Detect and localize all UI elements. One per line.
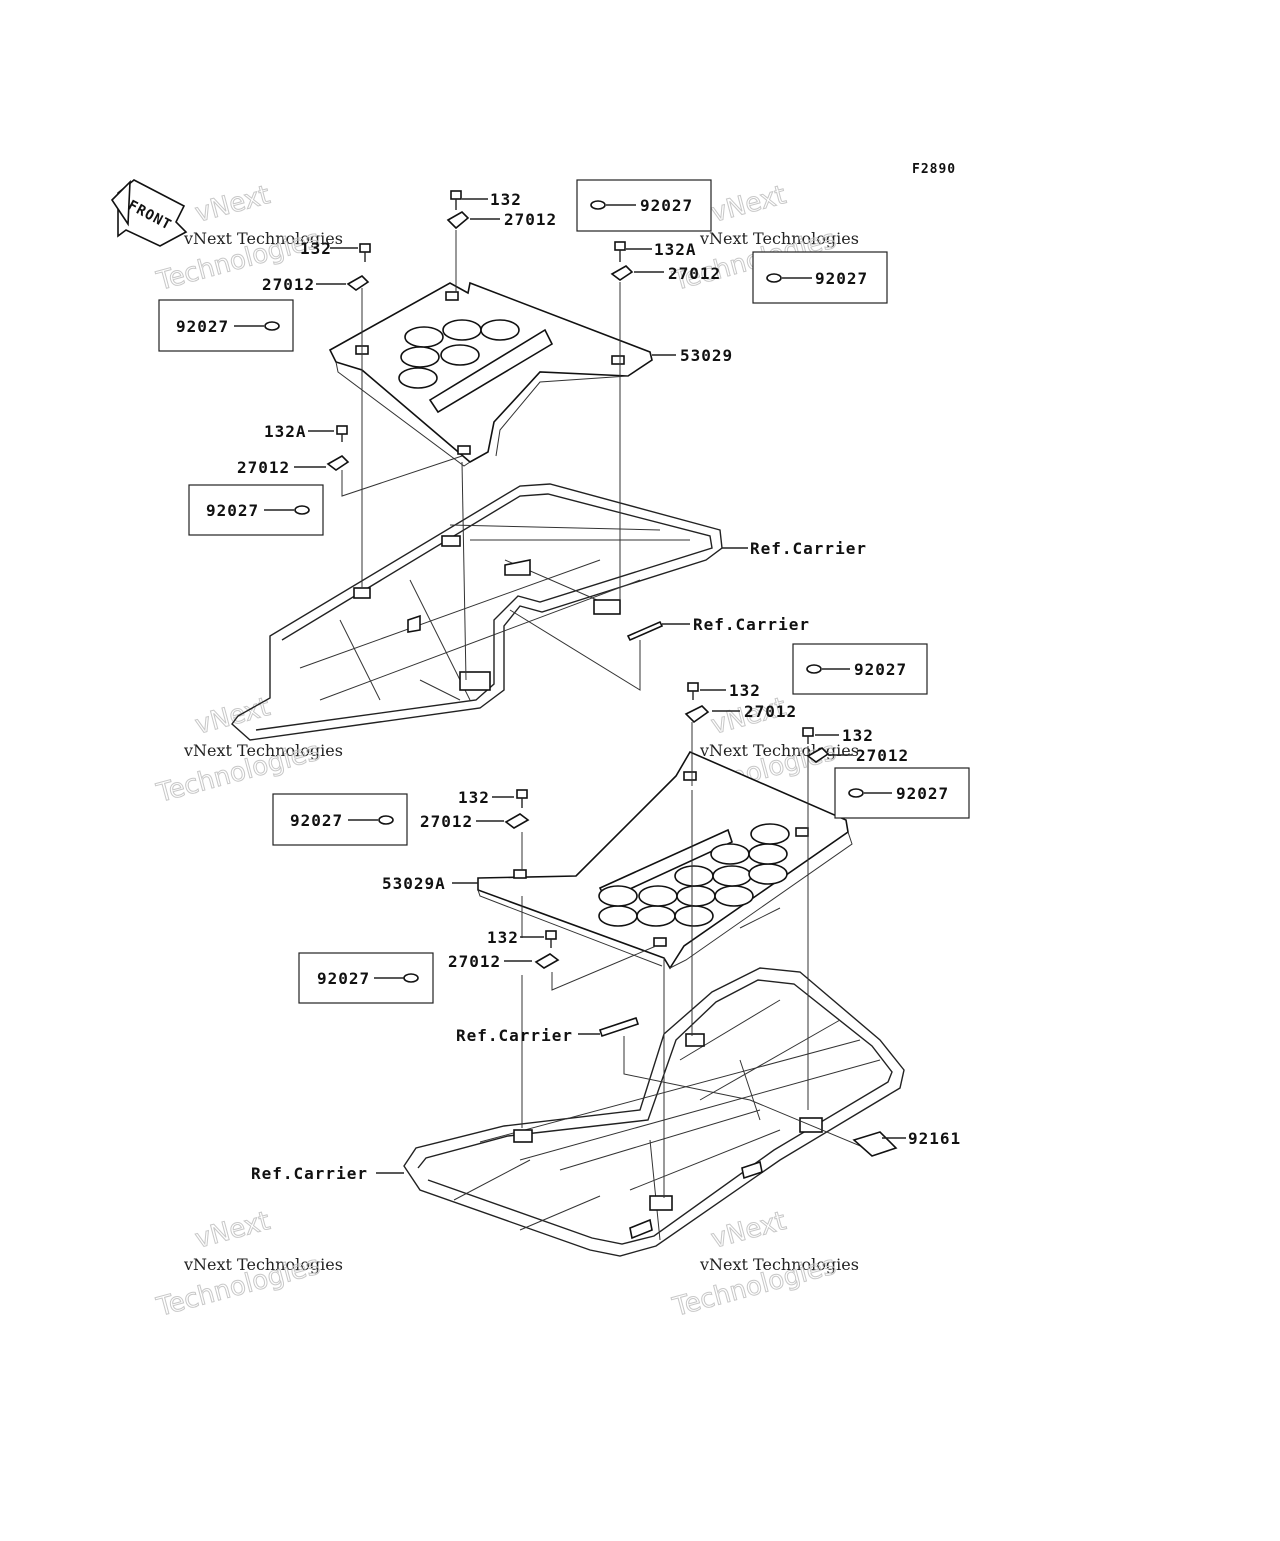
ref-carrier-3: Ref.Carrier xyxy=(456,1016,640,1045)
watermark-6: vNext Technologies vNext Technologies xyxy=(669,1206,859,1324)
callout-27012-right: 27012 xyxy=(668,264,721,283)
washer-box-4: 92027 xyxy=(188,484,324,536)
washer-box-6: 92027 xyxy=(834,767,970,819)
label-92161-group: 92161 xyxy=(852,1129,961,1157)
bolt-132-top: 132 xyxy=(450,190,522,210)
callout-92027-box3: 92027 xyxy=(176,317,229,336)
callout-53029A: 53029A xyxy=(382,874,446,893)
clip-27012-top: 27012 xyxy=(446,210,557,230)
callout-ref-carrier-4: Ref.Carrier xyxy=(251,1164,368,1183)
leader-lines-top xyxy=(341,230,641,691)
callout-27012-b3: 27012 xyxy=(420,812,473,831)
callout-92027-box7: 92027 xyxy=(290,811,343,830)
svg-text:vNext Technologies: vNext Technologies xyxy=(183,741,343,760)
svg-text:vNext: vNext xyxy=(192,692,273,741)
ref-carrier-2: Ref.Carrier xyxy=(626,615,810,642)
clip-27012-mid: 27012 xyxy=(237,455,350,477)
bolt-132-b3: 132 xyxy=(458,788,528,808)
svg-text:vNext: vNext xyxy=(708,180,789,229)
front-arrow-icon: FRONT xyxy=(110,179,188,247)
callout-132-b2: 132 xyxy=(842,726,874,745)
callout-27012-b2: 27012 xyxy=(856,746,909,765)
callout-27012-top: 27012 xyxy=(504,210,557,229)
svg-text:vNext: vNext xyxy=(708,1206,789,1255)
callout-132-b1: 132 xyxy=(729,681,761,700)
bolt-132-left: 132 xyxy=(300,239,371,262)
callout-92161: 92161 xyxy=(908,1129,961,1148)
washer-box-7: 92027 xyxy=(272,793,408,846)
callout-92027-box5: 92027 xyxy=(854,660,907,679)
callout-53029a-group: 53029A xyxy=(382,874,478,893)
bolt-132-b4: 132 xyxy=(487,928,557,948)
svg-text:vNext: vNext xyxy=(192,180,273,229)
kawasaki-logo-bottom xyxy=(598,823,790,927)
washer-box-3: 92027 xyxy=(158,299,294,352)
callout-27012-b1: 27012 xyxy=(744,702,797,721)
callout-132a-mid: 132A xyxy=(264,422,307,441)
svg-text:vNext Technologies: vNext Technologies xyxy=(183,1255,343,1274)
callout-92027-box2: 92027 xyxy=(815,269,868,288)
callout-132-b3: 132 xyxy=(458,788,490,807)
callout-132-left: 132 xyxy=(300,239,332,258)
callout-92027-box8: 92027 xyxy=(317,969,370,988)
callout-27012-b4: 27012 xyxy=(448,952,501,971)
svg-text:vNext Technologies: vNext Technologies xyxy=(183,229,343,248)
callout-53029: 53029 xyxy=(680,346,733,365)
callout-ref-carrier-1: Ref.Carrier xyxy=(750,539,867,558)
callout-92027-box4: 92027 xyxy=(206,501,259,520)
clip-27012-b4: 27012 xyxy=(448,952,560,971)
callout-132-b4: 132 xyxy=(487,928,519,947)
bolt-132-b2: 132 xyxy=(802,726,874,745)
clip-27012-b3: 27012 xyxy=(420,812,530,831)
washer-box-5: 92027 xyxy=(792,643,928,695)
callout-132-top: 132 xyxy=(490,190,522,209)
callout-ref-carrier-2: Ref.Carrier xyxy=(693,615,810,634)
callout-132a-right: 132A xyxy=(654,240,697,259)
clip-27012-right: 27012 xyxy=(610,264,721,283)
bolt-132a-right: 132A xyxy=(614,240,697,262)
svg-text:vNext Technologies: vNext Technologies xyxy=(699,1255,859,1274)
callout-92027-box1: 92027 xyxy=(640,196,693,215)
ref-carrier-1: Ref.Carrier xyxy=(722,539,867,558)
bolt-132a-mid: 132A xyxy=(264,422,348,442)
leader-lines-bottom xyxy=(521,722,871,1198)
clip-27012-b2: 27012 xyxy=(806,746,909,765)
callout-ref-carrier-3: Ref.Carrier xyxy=(456,1026,573,1045)
washer-box-1: 92027 xyxy=(576,179,712,232)
front-carrier xyxy=(231,483,723,741)
washer-box-2: 92027 xyxy=(752,251,888,304)
ref-carrier-4: Ref.Carrier xyxy=(251,1164,404,1183)
kawasaki-logo-top xyxy=(398,319,554,414)
callout-92027-box6: 92027 xyxy=(896,784,949,803)
clip-27012-left: 27012 xyxy=(262,275,370,294)
svg-text:vNext Technologies: vNext Technologies xyxy=(699,229,859,248)
front-rack-panel-53029 xyxy=(328,281,653,467)
clip-27012-b1: 27012 xyxy=(684,702,797,724)
callout-27012-left: 27012 xyxy=(262,275,315,294)
rear-rack-panel-53029A xyxy=(477,750,853,970)
figure-code: F2890 xyxy=(912,162,956,177)
bolt-132-b1: 132 xyxy=(687,681,761,700)
callout-53029-group: 53029 xyxy=(652,346,733,365)
washer-box-8: 92027 xyxy=(298,952,434,1004)
svg-text:vNext: vNext xyxy=(192,1206,273,1255)
rear-carrier xyxy=(403,967,905,1257)
callout-27012-mid: 27012 xyxy=(237,458,290,477)
watermark-5: vNext Technologies vNext Technologies xyxy=(153,1206,343,1324)
